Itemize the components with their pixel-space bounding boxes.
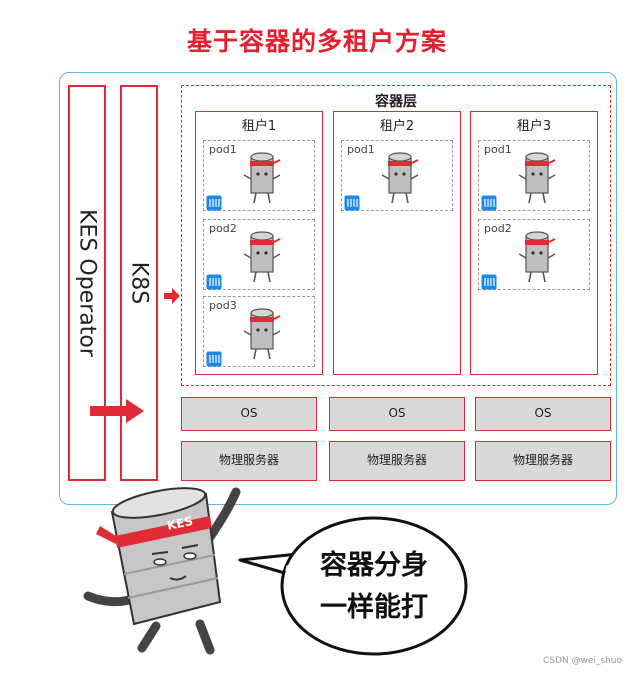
k8s-label: K8S [126,261,152,305]
kes-operator-label: KES Operator [74,209,100,357]
pod-card: pod1 [203,140,315,211]
k8s-column: K8S [120,85,158,481]
database-mascot-icon [243,152,281,204]
pod-card: pod3 [203,296,315,367]
database-icon [481,195,497,211]
pod-card: pod1 [341,140,453,211]
pod-card: pod2 [203,219,315,290]
watermark: CSDN @wei_shuo [542,656,622,666]
pod-label: pod1 [209,143,237,156]
kes-mascot-icon: KES [83,487,241,655]
diagram-title: 基于容器的多租户方案 [186,27,447,56]
pod-label: pod1 [347,143,375,156]
pod-card: pod2 [478,219,590,290]
pod-label: pod3 [209,299,237,312]
kes-operator-column: KES Operator [68,85,106,481]
pod-card: pod1 [478,140,590,211]
physical-server-box: 物理服务器 [329,441,465,481]
database-mascot-icon [243,231,281,283]
database-icon [481,274,497,290]
os-box: OS [329,397,465,431]
database-mascot-icon [518,152,556,204]
pod-label: pod1 [484,143,512,156]
tenant-title: 租户3 [516,119,552,134]
tenant-title: 租户1 [241,119,277,134]
container-layer: 容器层 [181,85,611,386]
physical-server-box: 物理服务器 [475,441,611,481]
physical-server-box: 物理服务器 [181,441,317,481]
speech-bubble [238,516,468,656]
database-icon [206,274,222,290]
pod-label: pod2 [209,222,237,235]
os-box: OS [181,397,317,431]
speech-text-line-1: 容器分身 [320,550,428,581]
database-mascot-icon [518,231,556,283]
database-mascot-icon [243,308,281,360]
database-icon [206,351,222,367]
database-icon [206,195,222,211]
tenant-title: 租户2 [379,119,415,134]
database-mascot-icon [381,152,419,204]
mascot-band-label: KES [166,514,194,533]
container-layer-title: 容器层 [375,94,417,110]
os-box: OS [475,397,611,431]
arrow-right-icon [164,288,180,304]
speech-text-line-2: 一样能打 [320,592,428,623]
arrow-right-icon [90,399,144,423]
pod-label: pod2 [484,222,512,235]
database-icon [344,195,360,211]
